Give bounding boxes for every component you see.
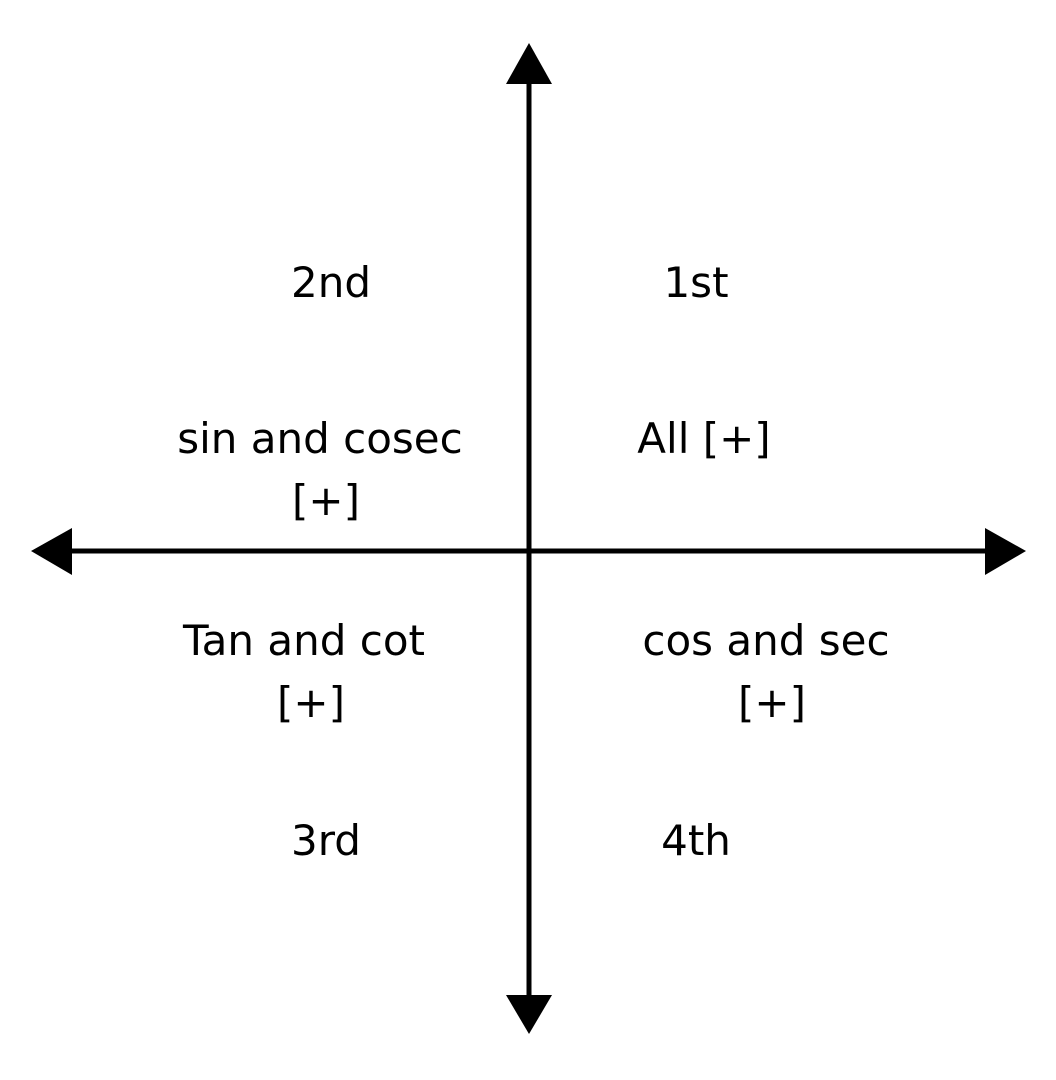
quadrant-1-name: 1st <box>663 258 729 307</box>
quadrant-3-sign: [+] <box>277 678 345 727</box>
quadrant-3-name: 3rd <box>291 816 361 865</box>
quadrant-4-sign: [+] <box>738 678 806 727</box>
quadrant-3-functions: Tan and cot <box>182 616 426 665</box>
arrow-left-icon <box>31 528 72 575</box>
quadrant-2-sign: [+] <box>292 476 360 525</box>
quadrant-2-functions: sin and cosec <box>177 414 463 463</box>
arrow-down-icon <box>506 995 552 1034</box>
quadrant-4-name: 4th <box>661 816 731 865</box>
quadrant-4-functions: cos and sec <box>642 616 890 665</box>
arrow-up-icon <box>506 43 552 84</box>
quadrant-2-name: 2nd <box>290 258 372 307</box>
quadrant-1-functions: All [+] <box>637 414 771 463</box>
arrow-right-icon <box>985 528 1026 575</box>
